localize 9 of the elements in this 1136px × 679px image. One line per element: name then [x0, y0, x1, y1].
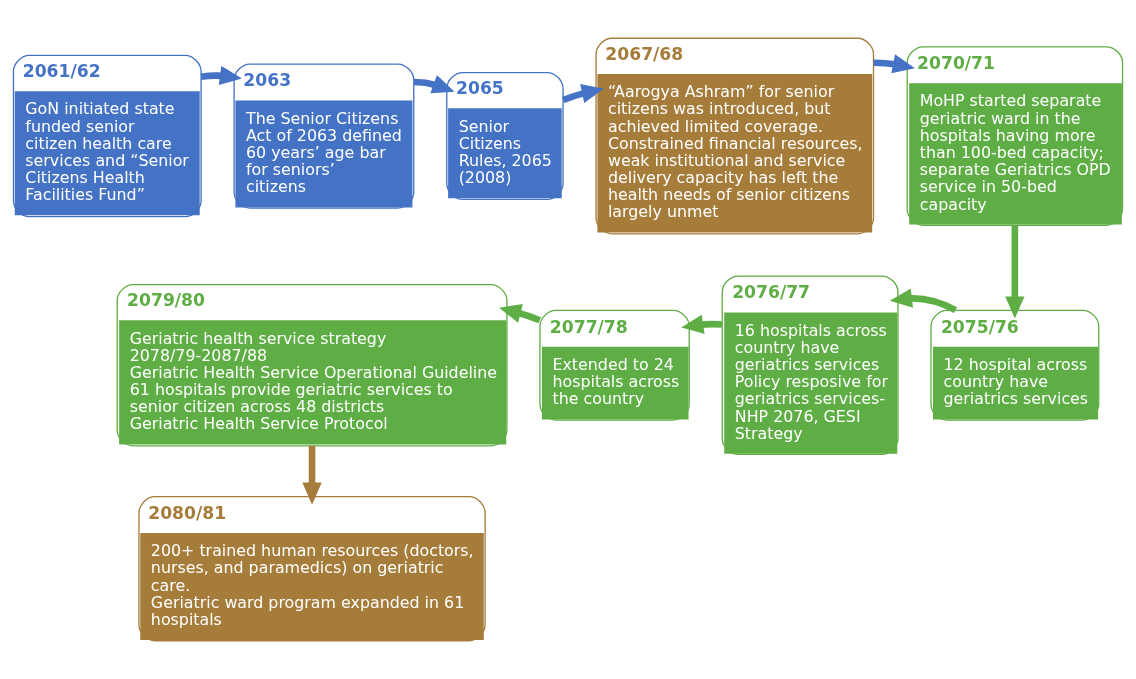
arrow [302, 445, 322, 505]
arrow [499, 303, 541, 324]
arrow [873, 54, 915, 74]
arrow [681, 314, 723, 334]
arrow [889, 288, 958, 314]
arrow [1005, 225, 1025, 319]
arrow [200, 65, 242, 86]
arrow [562, 84, 604, 104]
arrow [414, 75, 455, 94]
